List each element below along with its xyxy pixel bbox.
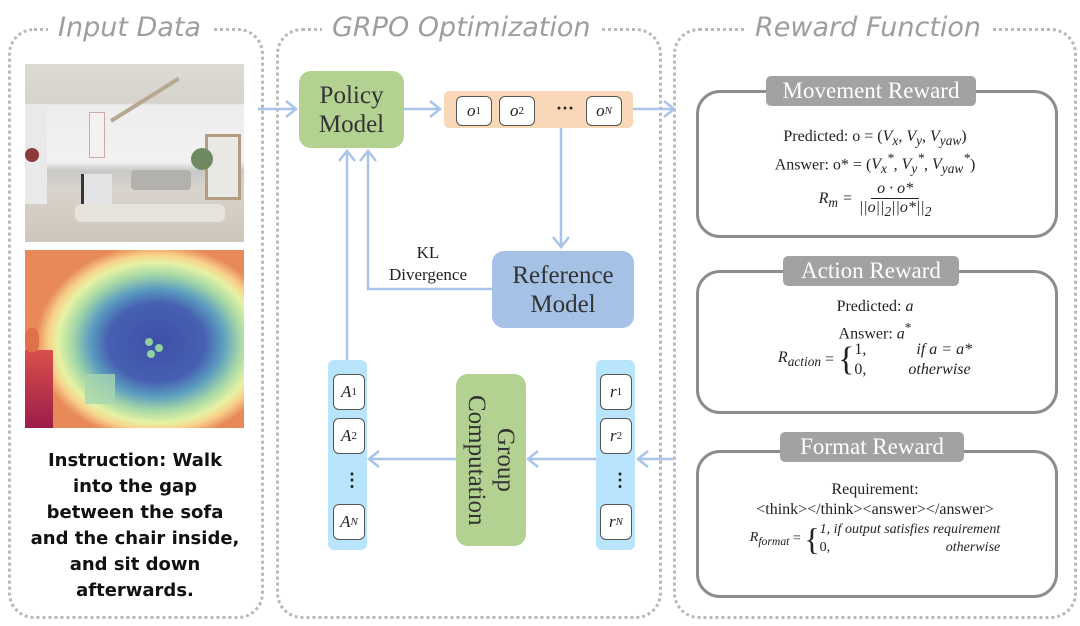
format-reward-label: Format Reward	[780, 432, 964, 462]
policy-model-label: Policy Model	[318, 81, 385, 138]
policy-model-box: Policy Model	[299, 71, 404, 148]
living-room-photo	[25, 64, 244, 242]
group-computation-label: Group Computation	[463, 394, 519, 526]
action-answer: Answer: a*	[838, 320, 912, 343]
grpo-title: GRPO Optimization	[322, 12, 601, 43]
movement-reward-label: Movement Reward	[766, 76, 976, 106]
format-requirement-label: Requirement:	[831, 481, 919, 498]
reference-model-label: Reference Model	[512, 261, 614, 318]
movement-answer: Answer: o* = (Vx*, Vy*, Vyaw*)	[774, 151, 976, 177]
reward-function-title: Reward Function	[745, 12, 992, 43]
group-computation-box	[456, 374, 526, 546]
format-reward-card	[696, 450, 1058, 598]
reference-model-box: Reference Model	[492, 251, 634, 328]
depth-map-image	[25, 250, 244, 428]
movement-reward-card	[696, 90, 1058, 238]
movement-predicted: Predicted: o = (Vx, Vy, Vyaw)	[783, 128, 967, 149]
kl-divergence-label: KL Divergence	[388, 243, 468, 284]
format-requirement: <think></think><answer></answer>	[756, 501, 994, 518]
action-reward-label: Action Reward	[783, 256, 959, 286]
input-data-title: Input Data	[48, 12, 211, 43]
movement-formula: Rm = o · o* ||o||2||o*||2	[818, 180, 932, 220]
output-ellipsis: ···	[556, 98, 575, 118]
format-formula: Rformat = { 1, if output satisfies requi…	[749, 521, 1001, 557]
action-formula: Raction = { 1, if a = a* 0, otherwise	[777, 341, 973, 378]
instruction-text: Instruction: Walk into the gap between t…	[30, 450, 240, 601]
action-predicted: Predicted: a	[836, 298, 914, 315]
reward-ellipsis: ⋮	[611, 470, 629, 490]
advantage-ellipsis: ⋮	[343, 470, 361, 490]
